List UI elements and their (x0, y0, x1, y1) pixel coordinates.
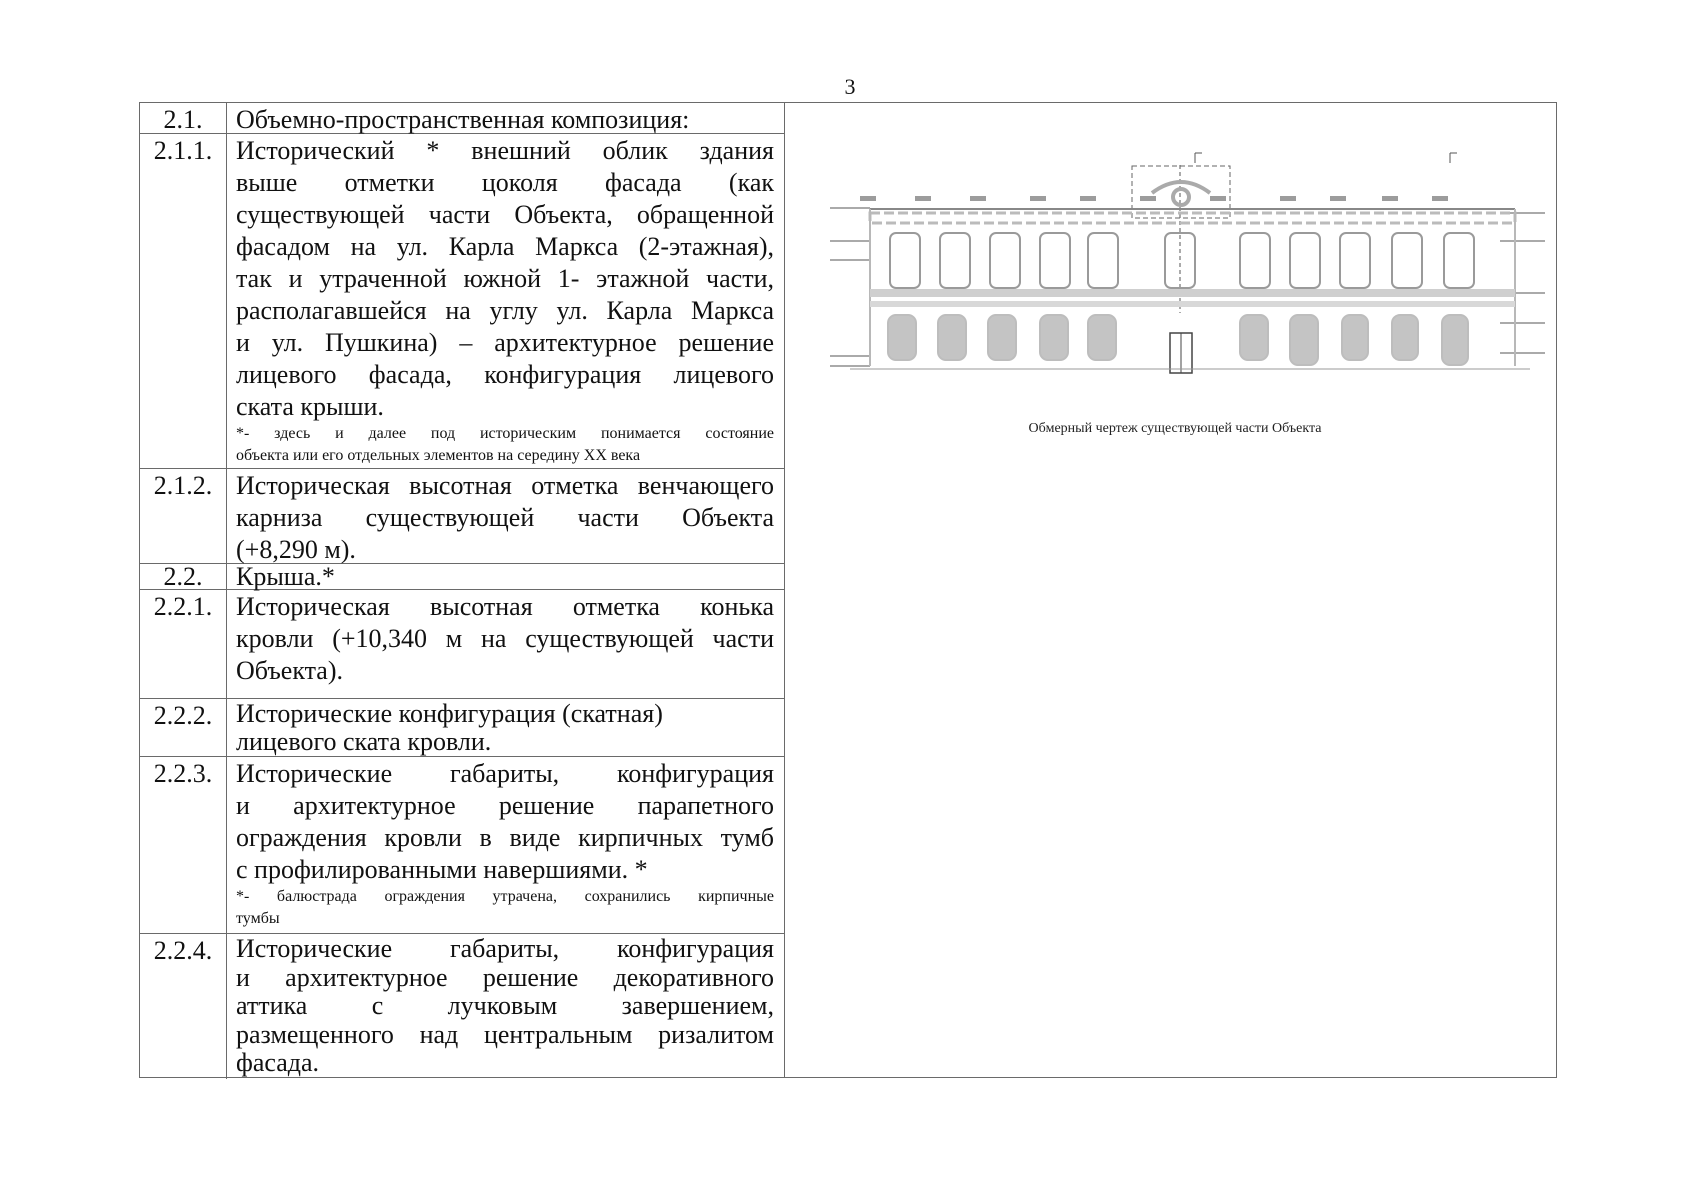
row-text: Объемно-пространственная композиция: (236, 104, 774, 136)
requirements-table: 2.1. Объемно-пространственная композиция… (139, 102, 1557, 1079)
text-line: лицевого ската кровли. (236, 727, 492, 756)
footnote: *- балюстрада ограждения утрачена, сохра… (236, 886, 774, 930)
text-line: существующей части Объекта, обращенной (236, 200, 774, 229)
text-line: кровли (+10,340 м на существующей части (236, 624, 774, 653)
text-line: ската крыши. (236, 392, 384, 421)
row-number: 2.2.2. (153, 701, 213, 730)
text-line: ограждения кровли в виде кирпичных тумб (236, 823, 774, 852)
footnote: *- здесь и далее под историческим понима… (236, 423, 774, 467)
text-line: фасада. (236, 1048, 320, 1077)
text-line: Исторические конфигурация (скатная) (236, 699, 663, 728)
text-line: Крыша.* (236, 562, 335, 591)
row-text: Исторические габариты, конфигурация и ар… (236, 934, 774, 1078)
table-row: 2.1.2. Историческая высотная отметка вен… (140, 469, 784, 564)
footnote-line: тумбы (236, 910, 280, 927)
text-line: располагавшейся на углу ул. Карла Маркса (236, 296, 774, 325)
text-line: Исторические габариты, конфигурация (236, 759, 774, 788)
text-line: лицевого фасада, конфигурация лицевого (236, 360, 774, 389)
text-line: и архитектурное решение парапетного (236, 791, 774, 820)
text-line: Объекта). (236, 656, 344, 685)
table-row: 2.2.1. Историческая высотная отметка кон… (140, 590, 784, 699)
table-row: 2.2. Крыша.* (140, 564, 784, 590)
table-row: 2.2.2. Исторические конфигурация (скатна… (140, 699, 784, 757)
footnote-line: *- балюстрада ограждения утрачена, сохра… (236, 888, 774, 905)
footnote-line: *- здесь и далее под историческим понима… (236, 425, 774, 442)
row-number: 2.1. (163, 105, 203, 134)
page-number: 3 (844, 74, 856, 99)
text-line: карниза существующей части Объекта (236, 503, 774, 532)
row-text: Исторический * внешний облик здания выше… (236, 135, 774, 467)
text-line: Историческая высотная отметка венчающего (236, 471, 774, 500)
text-line: и архитектурное решение декоративного (236, 962, 774, 992)
text-line: Исторический * внешний облик здания (236, 136, 774, 165)
figure-caption: Обмерный чертеж существующей части Объек… (1028, 421, 1322, 436)
row-text: Историческая высотная отметка конька кро… (236, 591, 774, 687)
row-text: Крыша.* (236, 564, 774, 590)
row-text: Исторические габариты, конфигурация и ар… (236, 758, 774, 930)
text-line: Историческая высотная отметка конька (236, 592, 774, 621)
row-number: 2.2.1. (153, 592, 213, 621)
column-divider (784, 103, 785, 1077)
text-line: Объемно-пространственная композиция: (236, 105, 690, 134)
row-text: Историческая высотная отметка венчающего… (236, 470, 774, 566)
footnote-line: объекта или его отдельных элементов на с… (236, 447, 641, 464)
table-row: 2.2.4. Исторические габариты, конфигурац… (140, 934, 784, 1079)
text-line: Исторические габариты, конфигурация (236, 934, 774, 963)
text-line: размещенного над центральным ризалитом (236, 1019, 774, 1049)
row-number: 2.2. (163, 562, 203, 591)
text-line: фасадом на ул. Карла Маркса (2-этажная), (236, 232, 774, 261)
text-line: так и утраченной южной 1- этажной части, (236, 264, 774, 293)
facade-drawing (830, 152, 1545, 374)
text-line: с профилированными навершиями. * (236, 855, 648, 884)
row-text: Исторические конфигурация (скатная) лице… (236, 700, 774, 756)
text-line: аттика с лучковым завершением, (236, 991, 774, 1020)
text-line: выше отметки цоколя фасада (как (236, 168, 774, 197)
row-number: 2.1.1. (153, 136, 213, 165)
table-row: 2.1.1. Исторический * внешний облик здан… (140, 134, 784, 469)
row-number: 2.1.2. (153, 471, 213, 500)
text-line: (+8,290 м). (236, 535, 356, 564)
row-number: 2.2.4. (153, 936, 213, 965)
table-row: 2.2.3. Исторические габариты, конфигурац… (140, 757, 784, 934)
text-line: и ул. Пушкина) – архитектурное решение (236, 328, 774, 357)
table-row: 2.1. Объемно-пространственная композиция… (140, 103, 784, 134)
row-number: 2.2.3. (153, 759, 213, 788)
